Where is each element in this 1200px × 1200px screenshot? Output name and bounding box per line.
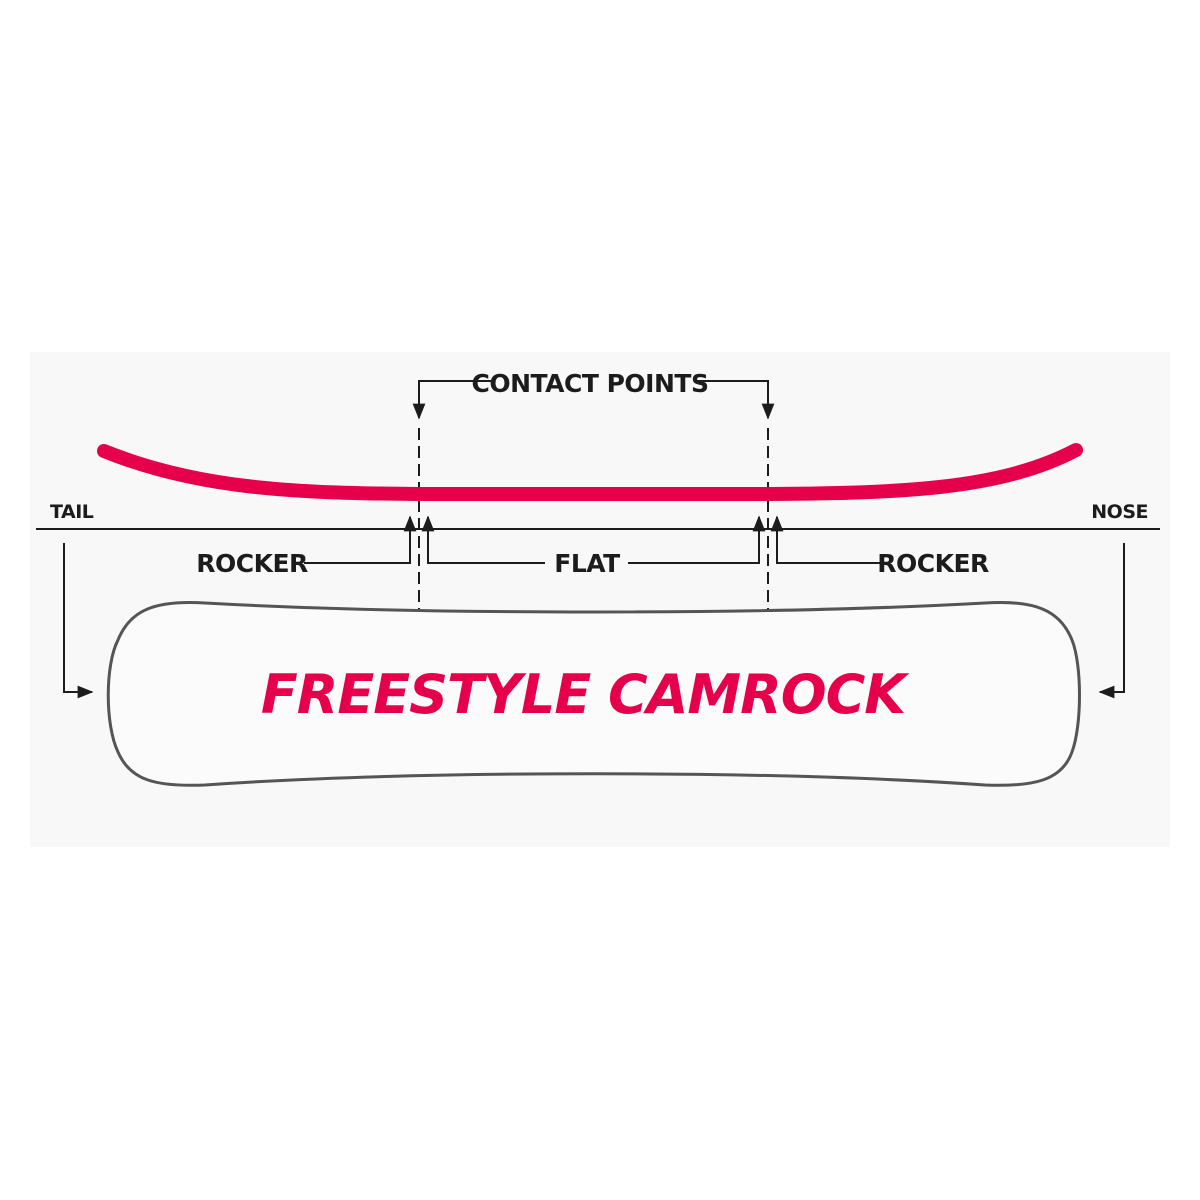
nose-label: NOSE [1091,501,1148,523]
contact-points-bracket [412,380,775,420]
board-outline [106,601,1081,787]
tail-label: TAIL [50,501,94,523]
nose-pointer-arrow [1098,543,1125,699]
rocker-left-label: ROCKER [196,549,308,578]
flat-bracket [421,515,766,564]
rocker-left-bracket [304,515,417,564]
board-profile-line [97,443,1083,501]
rocker-right-label: ROCKER [877,549,989,578]
flat-label: FLAT [554,549,620,578]
board-title: FREESTYLE CAMROCK [261,663,910,726]
rocker-right-bracket [770,515,880,564]
tail-pointer-arrow [63,543,94,699]
contact-points-label: CONTACT POINTS [472,369,709,398]
